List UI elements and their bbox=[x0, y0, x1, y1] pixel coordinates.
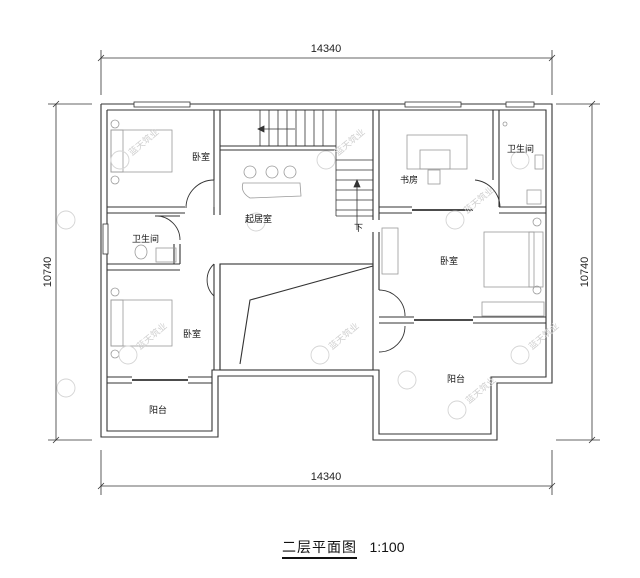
furniture bbox=[110, 119, 545, 359]
room-label-bathroom-w: 卫生间 bbox=[132, 233, 159, 245]
dimension-left bbox=[48, 100, 92, 444]
watermark-text: 蓝天筑业 bbox=[126, 126, 161, 158]
room-label-bedroom-nw: 卧室 bbox=[192, 151, 210, 163]
dimension-bottom bbox=[97, 450, 556, 495]
room-label-living-room: 起居室 bbox=[245, 213, 272, 225]
right-height-dimension: 10740 bbox=[579, 257, 591, 288]
drawing-title: 二层平面图 bbox=[282, 540, 357, 559]
top-width-dimension: 14340 bbox=[311, 43, 342, 55]
watermarks bbox=[56, 150, 530, 420]
windows bbox=[102, 101, 535, 255]
exterior-walls bbox=[100, 103, 553, 441]
room-label-balcony-sw: 阳台 bbox=[149, 404, 167, 416]
drawing-scale: 1:100 bbox=[369, 539, 405, 555]
watermark-text: 蓝天筑业 bbox=[461, 184, 496, 216]
dimension-right bbox=[556, 100, 600, 444]
watermark-text: 蓝天筑业 bbox=[526, 320, 561, 352]
watermark-text: 蓝天筑业 bbox=[463, 374, 498, 406]
watermark-text: 蓝天筑业 bbox=[326, 320, 361, 352]
stairs bbox=[257, 110, 373, 230]
left-height-dimension: 10740 bbox=[42, 257, 54, 288]
room-label-bathroom-ne: 卫生间 bbox=[507, 143, 534, 155]
room-label-bedroom-sw: 卧室 bbox=[183, 328, 201, 340]
room-label-study: 书房 bbox=[400, 174, 418, 186]
dimension-top bbox=[97, 50, 556, 95]
watermark-text: 蓝天筑业 bbox=[134, 320, 169, 352]
room-label-balcony-se: 阳台 bbox=[447, 373, 465, 385]
drawing-title-block: 二层平面图 1:100 bbox=[282, 537, 405, 559]
swing-doors bbox=[154, 179, 501, 353]
bottom-width-dimension: 14340 bbox=[311, 471, 342, 483]
sliding-doors bbox=[132, 209, 473, 381]
watermark-text: 蓝天筑业 bbox=[332, 126, 367, 158]
interior-walls bbox=[107, 110, 546, 384]
stair-direction-label: 下 bbox=[354, 224, 363, 234]
room-label-bedroom-e: 卧室 bbox=[440, 255, 458, 267]
